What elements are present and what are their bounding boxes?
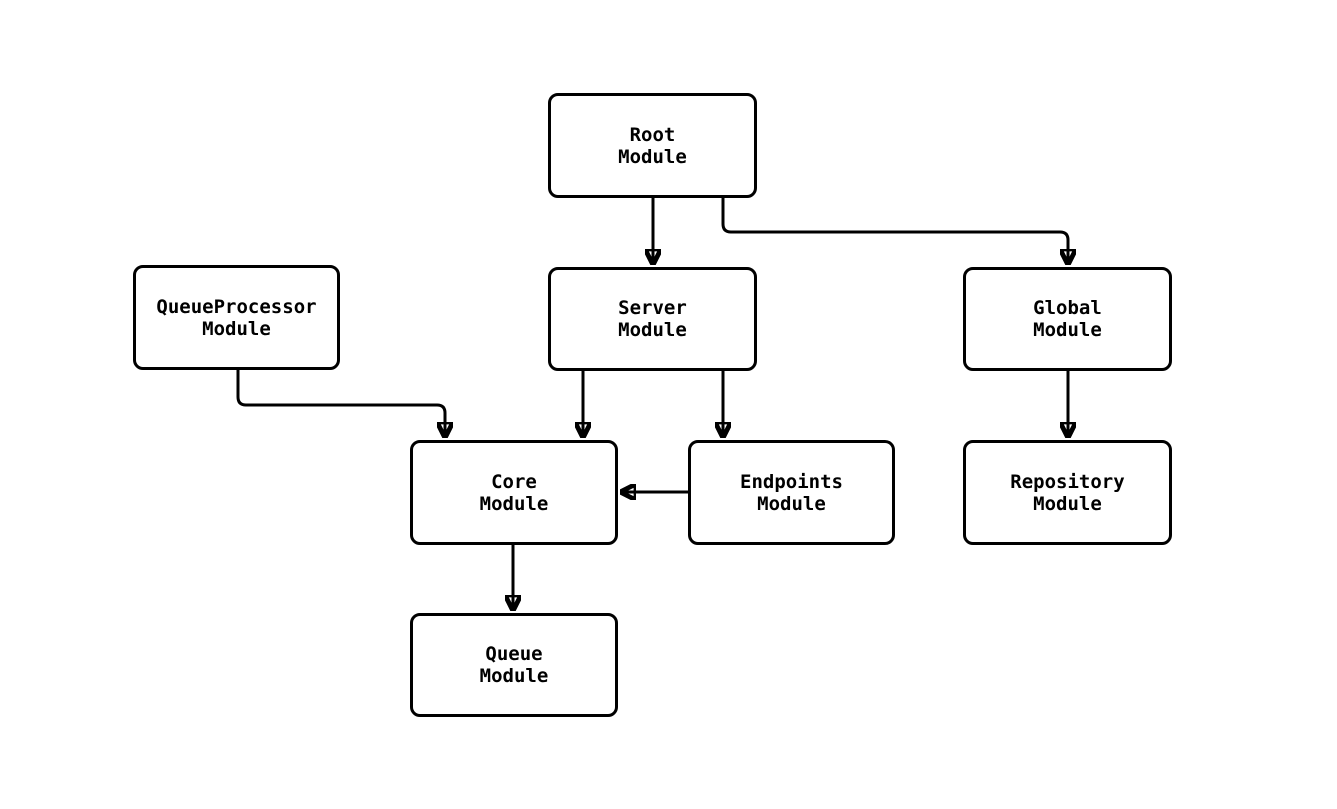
- node-endpoints-module: Endpoints Module: [688, 440, 895, 545]
- node-label-line2: Module: [479, 665, 549, 687]
- node-label: QueueProcessor Module: [156, 296, 316, 340]
- node-queue-module: Queue Module: [410, 613, 618, 717]
- node-label-line2: Module: [1033, 492, 1102, 515]
- node-label-line1: QueueProcessor: [156, 295, 317, 318]
- node-label-line2: Module: [202, 317, 271, 340]
- node-label: Endpoints Module: [740, 471, 843, 515]
- node-label: Root Module: [618, 124, 687, 168]
- node-label-line2: Module: [618, 145, 687, 168]
- node-server-module: Server Module: [548, 267, 757, 371]
- node-label-line2: Module: [479, 492, 549, 515]
- node-label-line1: Repository: [1010, 470, 1125, 493]
- node-label: Repository Module: [1010, 471, 1124, 515]
- node-core-module: Core Module: [410, 440, 618, 545]
- node-label-line1: Endpoints: [740, 470, 843, 493]
- node-label: Queue Module: [480, 643, 549, 687]
- node-root-module: Root Module: [548, 93, 757, 198]
- node-label-line2: Module: [1033, 319, 1102, 341]
- node-label-line1: Queue: [485, 643, 543, 665]
- node-queueprocessor-module: QueueProcessor Module: [133, 265, 340, 370]
- node-label: Server Module: [618, 297, 687, 341]
- node-global-module: Global Module: [963, 267, 1172, 371]
- node-label-line1: Global: [1033, 297, 1102, 319]
- node-repository-module: Repository Module: [963, 440, 1172, 545]
- node-label-line1: Core: [491, 470, 537, 493]
- node-label-line1: Root: [629, 123, 676, 146]
- edge-root-to-global: [721, 198, 1068, 265]
- edge-queueprocessor-to-core: [236, 370, 445, 438]
- node-label: Global Module: [1033, 297, 1102, 341]
- node-label-line1: Server: [618, 297, 687, 319]
- node-label-line2: Module: [757, 492, 826, 515]
- node-label: Core Module: [480, 471, 549, 515]
- node-label-line2: Module: [618, 319, 687, 341]
